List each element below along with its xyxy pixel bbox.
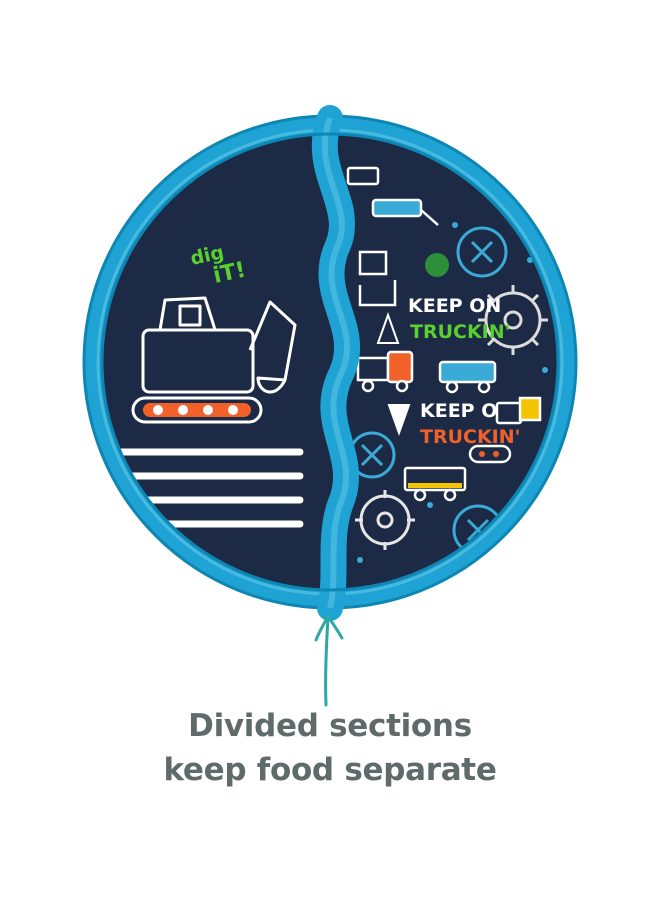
slogan-top-line2: TRUCKIN': [410, 321, 510, 343]
gear-icon: [425, 253, 449, 277]
dump-truck-icon: [356, 350, 414, 393]
callout-line-1: Divided sections: [188, 708, 472, 744]
crane-icon: [371, 198, 439, 226]
slogan-bottom-line2: TRUCKIN': [420, 426, 520, 448]
slogan-bottom-line1: KEEP ON: [420, 400, 513, 422]
bulldozer-icon: [346, 166, 380, 186]
truck-icon: [358, 250, 397, 307]
traffic-cone-icon: [387, 404, 411, 436]
slogan-bottom: KEEP ON TRUCKIN': [420, 400, 520, 448]
bulldozer-icon: [495, 396, 542, 425]
gear-icon: [456, 226, 508, 278]
gear-icon: [355, 490, 415, 550]
cement-mixer-icon: [438, 360, 497, 394]
gear-icon: [478, 285, 548, 355]
dump-truck-icon: [403, 466, 467, 502]
bulldozer-icon: [468, 444, 512, 464]
slogan-top: KEEP ON TRUCKIN': [408, 295, 510, 343]
traffic-cone-icon: [376, 312, 400, 344]
up-arrow-icon: [314, 612, 344, 707]
callout-line-2: keep food separate: [163, 752, 497, 788]
slogan-top-line1: KEEP ON: [408, 295, 501, 317]
excavator-icon: [131, 296, 297, 424]
